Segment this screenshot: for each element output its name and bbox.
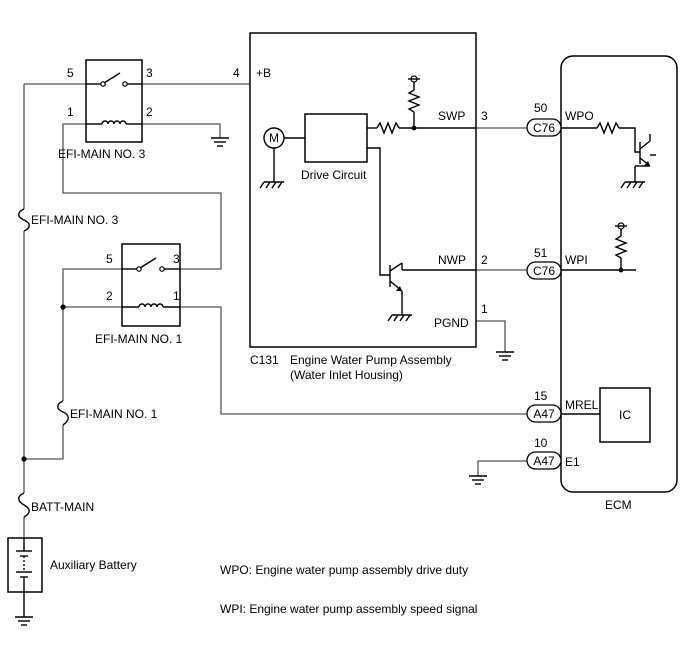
fuse-symbol xyxy=(18,492,30,518)
wire-r1-pin1-to-mrel xyxy=(180,306,527,415)
pin-name: WPI xyxy=(565,253,588,267)
battery-box xyxy=(7,537,43,593)
pin-number: 2 xyxy=(481,253,488,267)
wire-r1-pin5 xyxy=(62,268,122,307)
coil-icon xyxy=(138,303,164,308)
auxiliary-battery: Auxiliary Battery xyxy=(7,537,137,610)
ground-symbols xyxy=(15,137,514,626)
legend: WPO: Engine water pump assembly drive du… xyxy=(220,563,477,616)
fuse-label: EFI-MAIN NO. 3 xyxy=(31,213,119,227)
switch-contact xyxy=(159,266,165,272)
pin-name: E1 xyxy=(565,455,580,469)
pin-number: 1 xyxy=(481,302,488,316)
wire-fuse-r1-bottom xyxy=(24,425,64,460)
pump-box xyxy=(249,32,477,348)
resistor-icon xyxy=(614,235,628,259)
junction-dot xyxy=(60,304,66,310)
battery-label: Auxiliary Battery xyxy=(50,558,137,572)
transistor-icon xyxy=(389,262,403,272)
ecm-label: ECM xyxy=(605,498,632,512)
relay-efi-main-3: 5 3 1 2 EFI-MAIN NO. 3 xyxy=(58,59,153,161)
ic-label: IC xyxy=(619,408,631,422)
relay-pin-label: 5 xyxy=(67,66,74,80)
relay-pin-label: 3 xyxy=(146,66,153,80)
relay-pin-label: 1 xyxy=(173,289,180,303)
relay-pin-label: 2 xyxy=(106,289,113,303)
pin-name: SWP xyxy=(438,109,465,123)
relay-label: EFI-MAIN NO. 3 xyxy=(58,147,146,161)
fuse-batt-main: BATT-MAIN xyxy=(18,492,94,518)
pin-name: NWP xyxy=(438,253,466,267)
fuse-efi-main-1: EFI-MAIN NO. 1 xyxy=(57,400,158,426)
switch-blade xyxy=(103,72,121,84)
junction-dot xyxy=(21,456,27,462)
driver-to-transistor xyxy=(367,147,390,276)
resistor-icon xyxy=(407,89,421,113)
relay-pin-label: 5 xyxy=(106,252,113,266)
drive-circuit-box xyxy=(304,113,368,163)
pin-name: +B xyxy=(256,66,271,80)
wire-pgnd-ground xyxy=(476,320,506,352)
pin-name: MREL xyxy=(565,398,599,412)
transistor-arrow xyxy=(644,161,650,166)
pin-number: 3 xyxy=(481,109,488,123)
wpo-to-transistor xyxy=(619,127,640,153)
pin-name: PGND xyxy=(434,316,469,330)
wire-r3-pin2-ground xyxy=(142,123,221,138)
component-name-sub: (Water Inlet Housing) xyxy=(290,368,403,382)
legend-wpo: WPO: Engine water pump assembly drive du… xyxy=(220,563,468,577)
relay-pin-label: 3 xyxy=(173,252,180,266)
fuse-label: BATT-MAIN xyxy=(31,500,94,514)
legend-wpi: WPI: Engine water pump assembly speed si… xyxy=(220,602,477,616)
fuse-efi-main-3: EFI-MAIN NO. 3 xyxy=(18,208,119,232)
coil-icon xyxy=(101,120,127,125)
engine-water-pump-assembly: 4 +B M Drive Circuit SWP xyxy=(233,32,488,382)
drive-circuit-label: Drive Circuit xyxy=(301,168,367,182)
pin-number: 15 xyxy=(534,389,548,403)
connector-code: C76 xyxy=(533,264,555,278)
ground-icon xyxy=(15,610,33,626)
connector-code: C76 xyxy=(533,121,555,135)
wire-r3-pin1-to-r1-pin3 xyxy=(62,123,222,270)
switch-blade xyxy=(139,257,157,269)
motor-label: M xyxy=(269,131,279,145)
fuse-symbol xyxy=(57,400,69,426)
resistor-icon xyxy=(596,121,620,135)
ground-icon xyxy=(211,137,229,147)
relay-pin-label: 1 xyxy=(67,105,74,119)
component-name: Engine Water Pump Assembly xyxy=(290,353,452,367)
relay-label: EFI-MAIN NO. 1 xyxy=(95,332,183,346)
ground-icon xyxy=(469,475,487,485)
pin-name: WPO xyxy=(565,109,594,123)
pin-number: 50 xyxy=(534,101,548,115)
fuse-symbol xyxy=(18,208,30,232)
relay-box xyxy=(85,59,143,143)
wire-e1-ground xyxy=(477,460,527,476)
fuse-label: EFI-MAIN NO. 1 xyxy=(70,407,158,421)
connector-badge xyxy=(526,451,562,470)
ecm-box xyxy=(560,55,678,493)
ecm: ECM 50 C76 WPO 51 C76 WPI 15 A47 xyxy=(526,55,678,512)
resistor-icon xyxy=(376,121,400,135)
connector-code: C131 xyxy=(250,353,279,367)
connector-code: A47 xyxy=(533,454,555,468)
transistor-arrow xyxy=(396,286,402,291)
ground-icon xyxy=(496,351,514,361)
pin-number: 10 xyxy=(534,436,548,450)
relay-box xyxy=(121,243,181,327)
relay-efi-main-1: 5 3 2 1 EFI-MAIN NO. 1 xyxy=(95,243,183,346)
switch-contact xyxy=(122,81,128,87)
connector-code: A47 xyxy=(533,407,555,421)
pin-number: 4 xyxy=(233,66,240,80)
pin-number: 51 xyxy=(534,246,548,260)
transistor-icon xyxy=(639,140,651,150)
relay-pin-label: 2 xyxy=(146,105,153,119)
ic-box xyxy=(599,387,651,443)
